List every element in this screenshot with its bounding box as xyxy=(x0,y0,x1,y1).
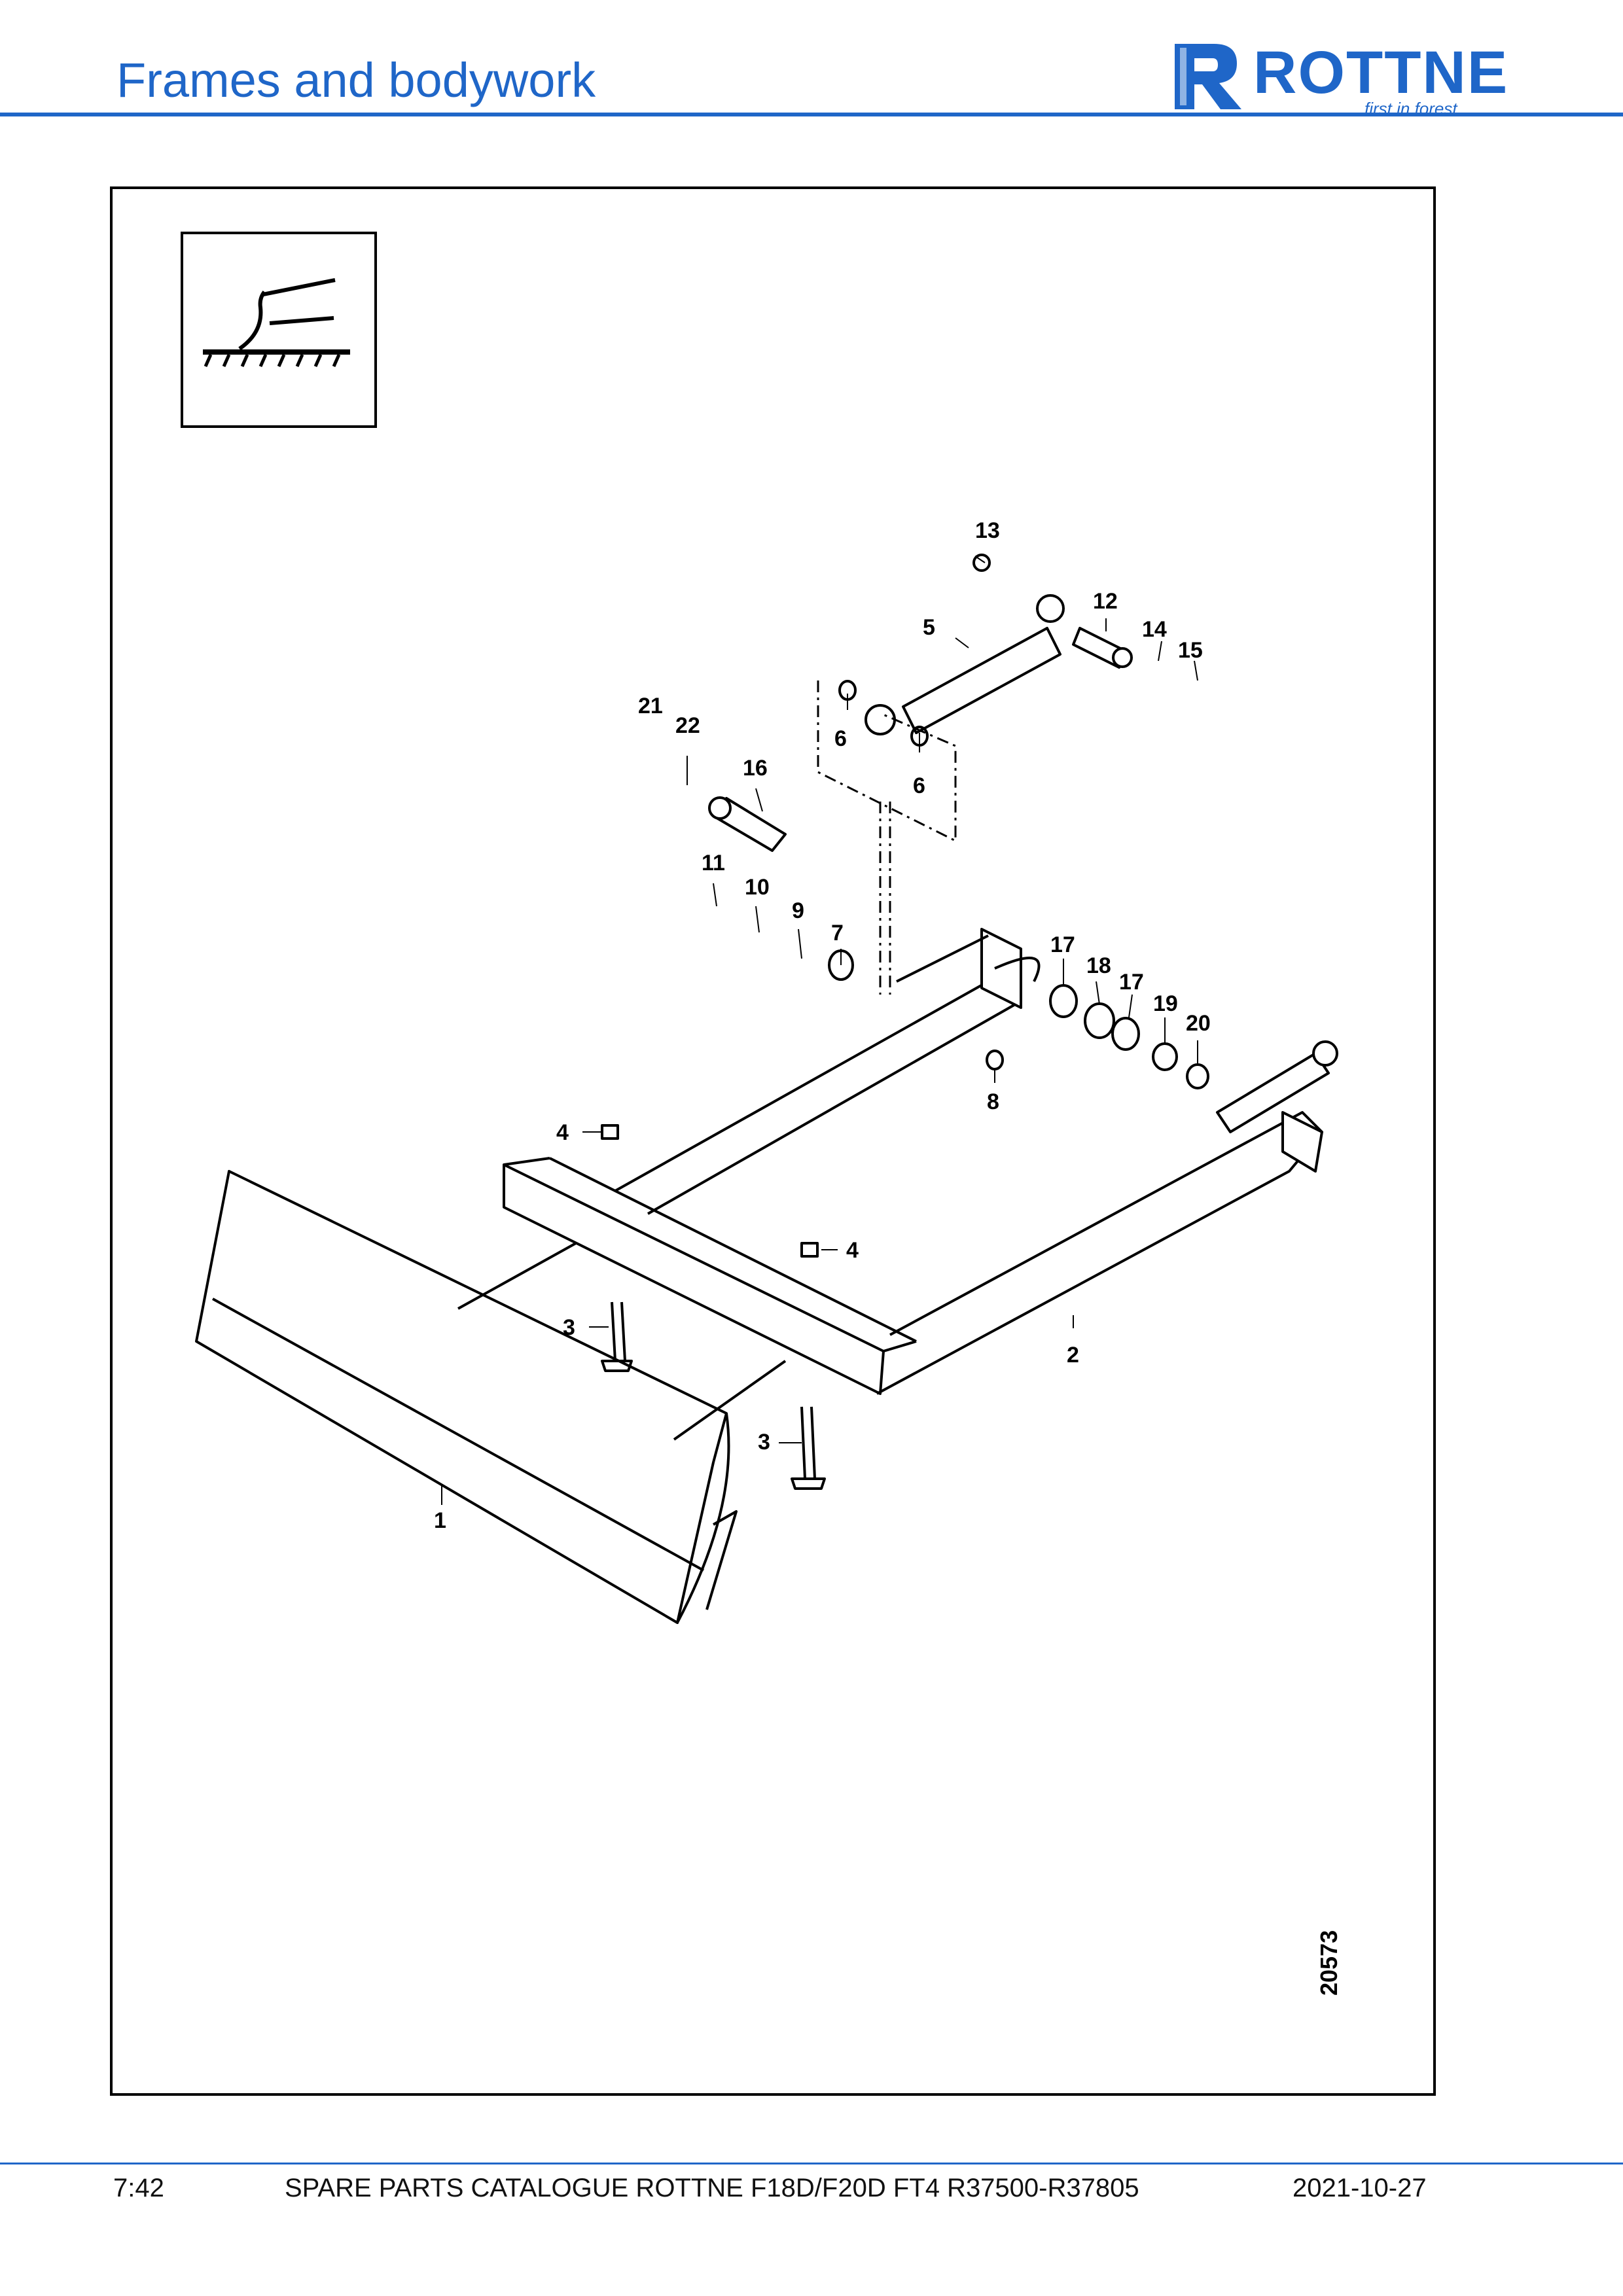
callout-15: 15 xyxy=(1178,638,1203,663)
callout-17a: 17 xyxy=(1050,932,1075,957)
callout-20: 20 xyxy=(1186,1011,1211,1036)
footer-rule xyxy=(0,2163,1623,2164)
callout-7: 7 xyxy=(831,921,844,945)
callout-12: 12 xyxy=(1093,589,1118,614)
catalogue-date: 2021-10-27 xyxy=(1293,2174,1427,2202)
rottne-logo: ROTTNE first in forest xyxy=(1168,36,1515,118)
callout-9: 9 xyxy=(792,898,804,923)
callout-3a: 3 xyxy=(563,1315,575,1340)
header-rule xyxy=(0,113,1623,116)
callout-4a: 4 xyxy=(556,1120,569,1145)
callout-8: 8 xyxy=(987,1089,999,1114)
dozer-blade xyxy=(195,1170,738,1624)
cylinder-right xyxy=(1216,1040,1338,1133)
catalogue-title: SPARE PARTS CATALOGUE ROTTNE F18D/F20D F… xyxy=(285,2174,1139,2202)
callout-2: 2 xyxy=(1067,1343,1079,1368)
callout-4b: 4 xyxy=(846,1238,859,1263)
pin-12 xyxy=(1072,627,1133,669)
callout-6a: 6 xyxy=(834,726,847,751)
diagram-frame xyxy=(110,186,1436,2096)
callout-19: 19 xyxy=(1153,991,1178,1016)
callout-11: 11 xyxy=(702,851,725,875)
callout-18: 18 xyxy=(1086,953,1111,978)
callout-1: 1 xyxy=(434,1508,446,1533)
callout-22: 22 xyxy=(675,713,700,738)
cylinder-5 xyxy=(865,594,1065,735)
callout-10: 10 xyxy=(745,875,770,900)
rottne-r-icon xyxy=(1175,44,1241,109)
front-crossbeam xyxy=(503,1157,917,1395)
callout-3b: 3 xyxy=(758,1430,770,1455)
callout-17b: 17 xyxy=(1119,970,1144,995)
callout-6b: 6 xyxy=(913,773,925,798)
callout-5: 5 xyxy=(923,615,935,640)
frame-arms xyxy=(615,928,1323,1395)
figure-number: 20573 xyxy=(1315,1930,1342,1996)
parts-drawing: 13 12 5 14 15 21 22 6 16 6 11 10 9 7 17 … xyxy=(195,518,1338,1624)
callout-21: 21 xyxy=(638,694,663,718)
callout-14: 14 xyxy=(1142,617,1167,642)
callout-16: 16 xyxy=(743,756,768,781)
callout-13: 13 xyxy=(975,518,1000,543)
page-number: 7:42 xyxy=(113,2174,164,2202)
dozer-blade-icon xyxy=(181,232,377,428)
logo-wordmark: ROTTNE xyxy=(1253,39,1509,106)
page-title: Frames and bodywork xyxy=(116,53,596,107)
pin-16 xyxy=(708,796,787,852)
